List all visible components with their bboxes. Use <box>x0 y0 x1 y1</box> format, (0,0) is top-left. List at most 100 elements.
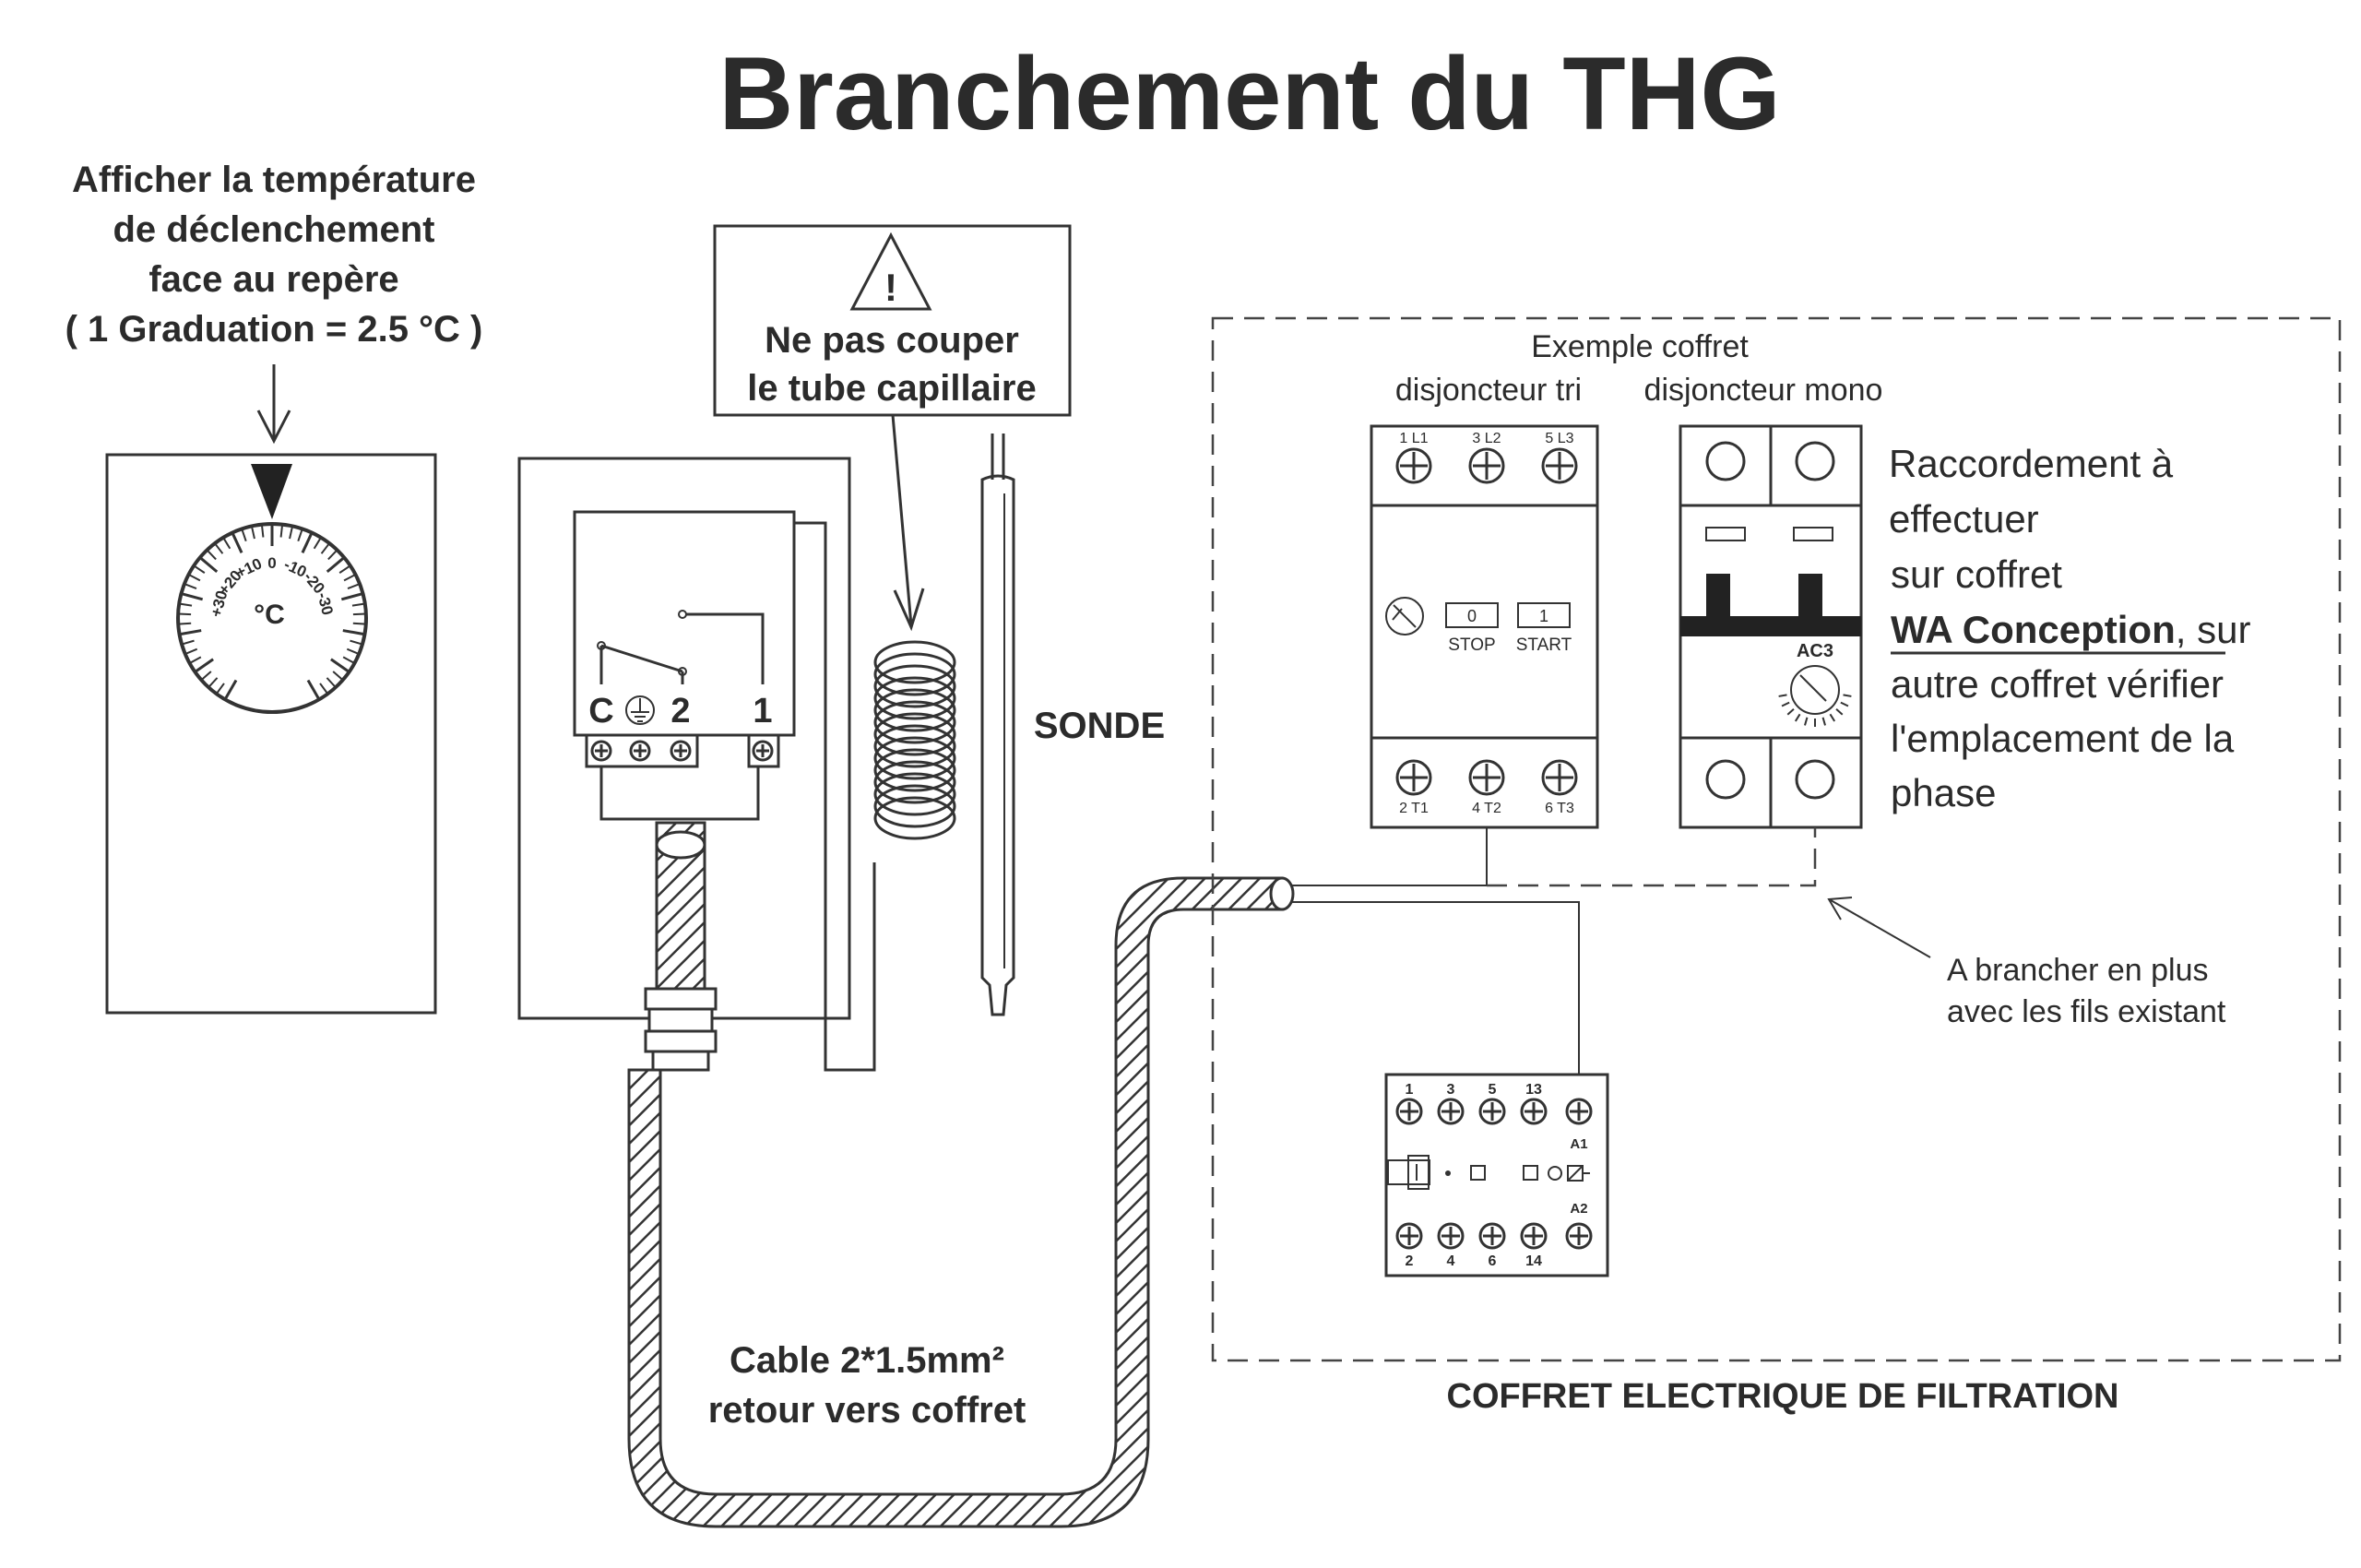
dial-tick <box>346 647 360 655</box>
tri-bottom-terminal-screw-icon <box>1468 759 1505 796</box>
extra-note-line1: A brancher en plus <box>1947 953 2209 988</box>
coil-a2-label: A2 <box>1570 1201 1587 1217</box>
mono-dial-ray <box>1843 694 1852 697</box>
mono-adjust-dial-icon[interactable] <box>1778 665 1852 727</box>
dial-tick <box>340 592 363 601</box>
warning-line1: Ne pas couper <box>765 320 1019 361</box>
dial-tick <box>351 602 365 607</box>
dial-tick <box>313 537 322 550</box>
coil-a1-label: A1 <box>1570 1136 1587 1152</box>
dial-note-line2: de déclenchement <box>113 209 434 250</box>
mono-dial-ray <box>1794 713 1801 722</box>
contactor-bottom-terminal-label: 6 <box>1489 1253 1497 1269</box>
coil-loop <box>873 748 956 792</box>
dial-tick <box>343 574 356 582</box>
contactor-bottom-terminal-label: 2 <box>1406 1253 1414 1269</box>
contactor-bottom-terminal-label: 4 <box>1447 1253 1455 1269</box>
dial-tick <box>338 564 351 574</box>
contactor-top-terminal-label: 5 <box>1489 1082 1497 1098</box>
coil-loop <box>873 724 956 768</box>
cable-2x1-5mm <box>627 876 1284 1528</box>
warning-arrow-icon <box>891 414 925 632</box>
tri-bottom-terminal-screw-icon <box>1395 759 1432 796</box>
coil-loop <box>873 760 956 804</box>
dial-tick <box>178 612 192 616</box>
dial-note-line4: ( 1 Graduation = 2.5 °C ) <box>65 309 483 350</box>
dial-tick <box>223 679 238 701</box>
dial-tick <box>200 671 212 682</box>
contactor-top-terminal-label: 3 <box>1447 1082 1455 1098</box>
mono-dial-ray <box>1778 694 1787 697</box>
dial-tick <box>342 629 365 636</box>
contactor-top-terminal-label: 1 <box>1406 1082 1414 1098</box>
dial-tick <box>326 677 337 688</box>
dial-tick <box>320 542 330 554</box>
warning-box <box>713 224 1072 417</box>
contact-block <box>573 510 796 737</box>
coil-loop <box>873 688 956 732</box>
dial-tick <box>279 524 284 538</box>
terminal-screw-icon <box>590 740 612 762</box>
coil-loop <box>873 784 956 828</box>
terminal-screw-icon <box>752 740 774 762</box>
tri-top-terminal-label: 5 L3 <box>1545 431 1573 446</box>
dial-tick <box>332 671 344 682</box>
dial-unit-label: °C <box>254 600 285 630</box>
terminal-label-c: C <box>588 692 613 731</box>
mono-dial-ray <box>1804 717 1809 726</box>
connection-note: Raccordement à effectuer sur coffret WA … <box>1889 442 2250 814</box>
dial-tick <box>327 549 338 561</box>
wire-c <box>599 766 760 821</box>
mono-dial-ray <box>1781 701 1790 707</box>
box-heading-tri: disjoncteur tri <box>1395 373 1582 408</box>
tri-bottom-terminal-label: 4 T2 <box>1472 801 1501 816</box>
dial-tick <box>208 677 219 688</box>
dial-tick <box>347 583 361 590</box>
tri-top-terminal-screw-icon <box>1468 447 1505 484</box>
switch-contact <box>597 610 765 684</box>
coil-loop <box>873 712 956 756</box>
dial-tick <box>352 612 366 616</box>
note-line2: effectuer <box>1889 497 2039 540</box>
wire-to-contactor <box>1292 901 1580 1111</box>
mono-rating-label: AC3 <box>1797 641 1833 661</box>
dial-tick <box>206 549 217 561</box>
note-line6: l'emplacement de la <box>1891 717 2235 760</box>
dial-note: Afficher la température de déclenchement… <box>65 160 483 350</box>
tri-top-terminal-label: 3 L2 <box>1472 431 1501 446</box>
warning-line2: le tube capillaire <box>747 368 1036 409</box>
breaker-rotary-knob-icon[interactable] <box>1385 597 1424 636</box>
mono-dial-ray <box>1835 707 1844 716</box>
dial-tick <box>184 583 197 590</box>
dial-tick <box>215 683 225 695</box>
contactor-bottom-terminal-screw-icon <box>1437 1222 1465 1250</box>
dashed-wire-mono <box>1487 827 1817 887</box>
contactor-bottom-terminal-label: 14 <box>1525 1253 1542 1269</box>
dial-note-line1: Afficher la température <box>72 160 476 200</box>
terminal-label-1: 1 <box>753 692 772 731</box>
dial-tick <box>301 531 314 553</box>
dial-note-line3: face au repère <box>148 259 398 300</box>
contactor-bottom-terminal-screw-icon <box>1520 1222 1548 1250</box>
dial-tick <box>241 529 247 541</box>
coil-loop <box>873 772 956 816</box>
coil-loop <box>873 700 956 744</box>
note-line4-rest: , sur <box>2176 608 2251 651</box>
dial-tick <box>179 629 202 636</box>
tri-top-terminal-screw-icon <box>1541 447 1578 484</box>
capillary-coil <box>873 640 956 840</box>
start-button[interactable] <box>1517 602 1571 628</box>
note-brand: WA Conception <box>1891 608 2176 651</box>
dial-tick <box>198 556 219 574</box>
tri-top-terminal-label: 1 L1 <box>1399 431 1428 446</box>
dial-tick <box>181 592 204 601</box>
dial-tick <box>194 658 214 673</box>
single-phase-breaker: AC3 <box>1679 424 1863 829</box>
box-heading-mono: disjoncteur mono <box>1644 373 1883 408</box>
stop-button[interactable] <box>1445 602 1499 628</box>
dial-tick <box>193 564 206 574</box>
coil-loop <box>873 676 956 720</box>
